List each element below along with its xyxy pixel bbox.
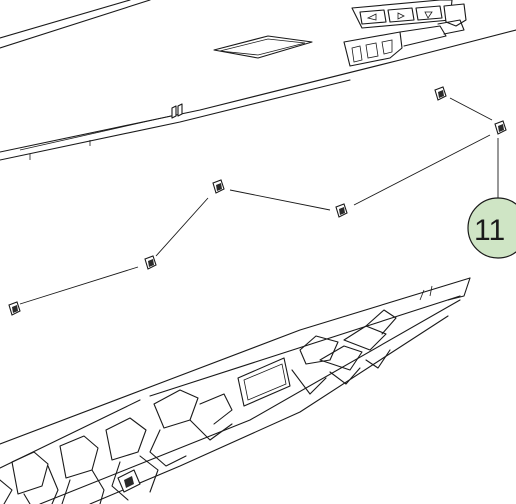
- mounting-bracket: [343, 19, 465, 67]
- clip-3: [212, 179, 225, 194]
- upper-panel-cover: [0, 0, 516, 161]
- leader-lines: [19, 97, 499, 305]
- clip-1: [8, 301, 21, 316]
- clip-2: [144, 255, 157, 270]
- display-window: [213, 35, 313, 59]
- frame-latch: [117, 469, 141, 493]
- callout-number: 11: [474, 214, 505, 247]
- clip-5: [434, 86, 447, 101]
- clip-6: [494, 120, 507, 135]
- control-buttons: [351, 0, 467, 29]
- clip-4: [335, 203, 348, 218]
- callout-11: 11: [467, 197, 516, 259]
- fastener-clips: [8, 86, 507, 316]
- frame-window: [237, 357, 291, 407]
- frame-ribs: [0, 309, 397, 504]
- lower-frame: [0, 277, 471, 504]
